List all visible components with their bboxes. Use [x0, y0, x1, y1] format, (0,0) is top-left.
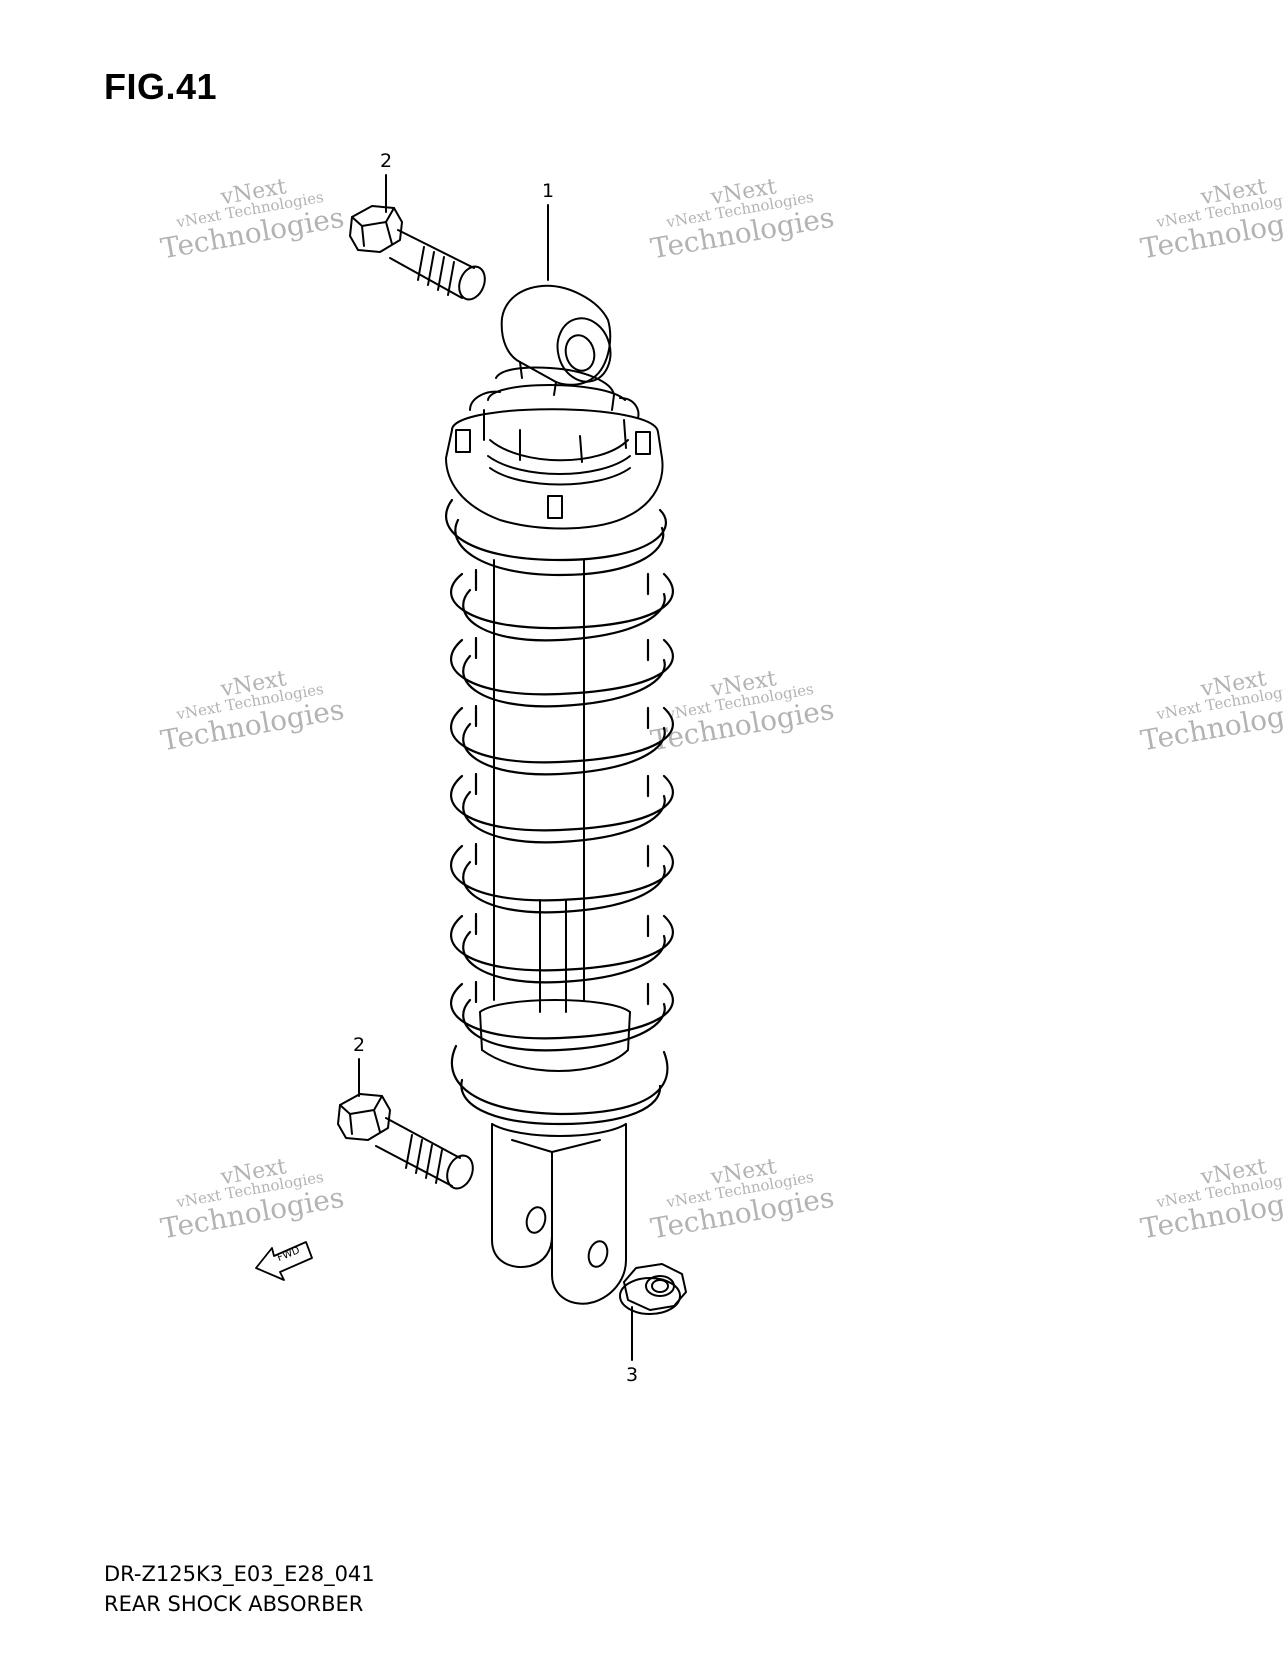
callout-number-2: 2	[380, 150, 393, 172]
fwd-arrow	[255, 1241, 313, 1281]
figure-title: FIG.41	[104, 66, 218, 107]
upper-mount-eye	[500, 284, 612, 396]
callout-number-1: 1	[542, 180, 555, 202]
upper-bolt	[349, 205, 486, 301]
nut	[619, 1263, 687, 1315]
callout-number-3: 3	[626, 1364, 639, 1386]
lower-bolt	[337, 1093, 474, 1190]
spring-seat-lower	[479, 999, 631, 1072]
callout-number-2b: 2	[353, 1034, 366, 1056]
part-name: REAR SHOCK ABSORBER	[104, 1592, 364, 1616]
coil-spring	[445, 498, 674, 1126]
lower-clevis	[491, 1123, 627, 1305]
model-code: DR-Z125K3_E03_E28_041	[104, 1562, 375, 1586]
spring-seat-upper	[445, 366, 664, 530]
